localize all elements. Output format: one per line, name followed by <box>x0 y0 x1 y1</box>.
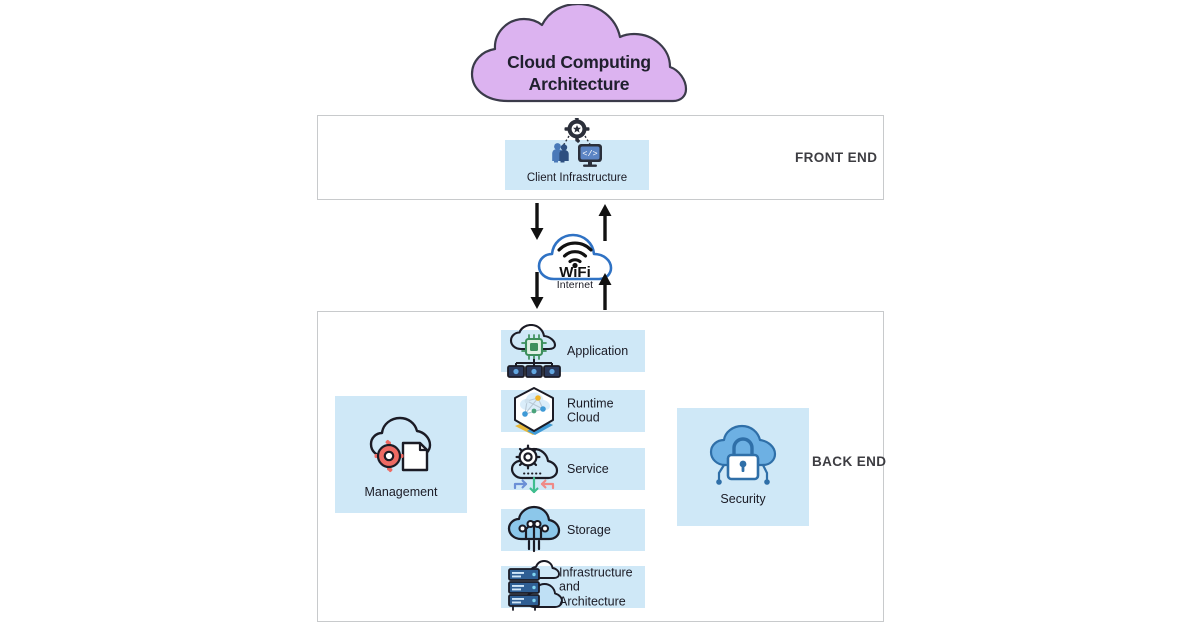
application-label: Application <box>567 343 629 358</box>
infrastructure-label-line-2: and Architecture <box>559 579 626 609</box>
server-rack-cloud-icon <box>505 560 563 614</box>
storage-label: Storage <box>567 522 611 537</box>
arrow-down-top <box>528 203 546 241</box>
cloud-document-gear-icon <box>365 412 437 478</box>
runtime-cloud-label: Runtime Cloud <box>567 396 614 425</box>
management-label: Management <box>364 485 438 499</box>
security-label: Security <box>720 492 766 506</box>
cloud-chip-devices-icon <box>505 323 563 378</box>
title-line-2: Architecture <box>528 73 630 94</box>
frontend-section-label: FRONT END <box>795 150 878 165</box>
internet-group: WiFi Internet <box>525 205 625 305</box>
cloud-gear-arrows-icon <box>505 442 563 496</box>
cloud-shape-icon <box>470 4 688 103</box>
wifi-text: WiFi <box>559 264 591 281</box>
cloud-circuit-icon <box>505 503 563 557</box>
infrastructure-label: Infrastructure and Architecture <box>559 565 645 608</box>
runtime-cloud-tile[interactable]: Runtime Cloud <box>501 387 645 435</box>
storage-tile[interactable]: Storage <box>501 505 645 553</box>
cube-network-icon <box>505 384 563 438</box>
client-infrastructure-tile[interactable]: </> Client Infrastructure <box>505 115 649 190</box>
internet-label: Internet <box>556 279 594 291</box>
backend-section-label: BACK END <box>812 454 887 469</box>
arrow-up-top <box>596 203 614 241</box>
security-tile[interactable]: Security <box>677 408 809 526</box>
client-infrastructure-icon: </> <box>542 115 612 168</box>
title-line-1: Cloud Computing <box>507 52 651 72</box>
infrastructure-tile[interactable]: Infrastructure and Architecture <box>501 560 645 611</box>
cloud-lock-icon <box>707 424 779 490</box>
arrow-down-bottom <box>528 272 546 310</box>
infrastructure-label-line-1: Infrastructure <box>559 565 633 580</box>
client-infrastructure-label: Client Infrastructure <box>526 172 628 184</box>
svg-text:</>: </> <box>582 149 597 159</box>
service-label: Service <box>567 461 609 476</box>
arrow-up-bottom <box>596 272 614 310</box>
application-tile[interactable]: Application <box>501 323 645 378</box>
title-cloud: Cloud Computing Architecture <box>468 4 690 108</box>
service-tile[interactable]: Service <box>501 444 645 494</box>
management-tile[interactable]: Management <box>335 396 467 513</box>
wifi-cloud-icon: WiFi <box>537 231 615 281</box>
title-text: Cloud Computing Architecture <box>468 52 690 96</box>
